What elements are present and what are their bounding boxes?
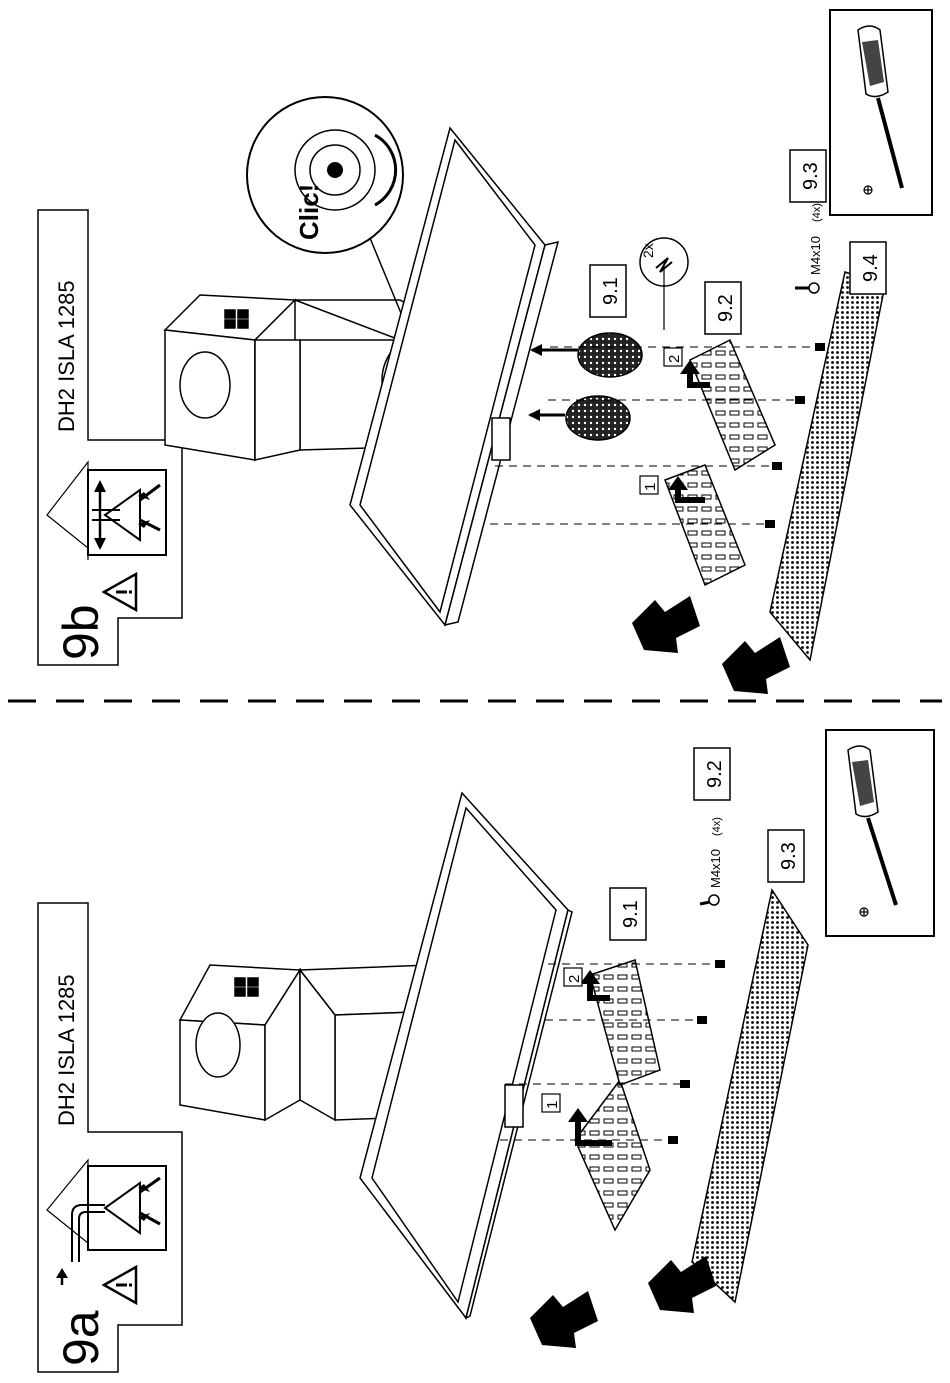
- svg-text:9.2: 9.2: [715, 294, 737, 322]
- tool-box-9a: [826, 730, 934, 936]
- metal-mesh-filter-9b: [770, 272, 885, 660]
- callout-9b-9.4: 9.4: [850, 242, 886, 294]
- svg-text:9.3: 9.3: [800, 162, 822, 190]
- svg-text:9.3: 9.3: [778, 842, 800, 870]
- header-frame-9a: [38, 903, 182, 1372]
- callout-9b-9.1: 9.1: [590, 265, 626, 317]
- callout-9b-9.3: 9.3: [790, 150, 826, 202]
- svg-text:(4x): (4x): [811, 203, 823, 222]
- step-2-box-9b: 2: [664, 348, 683, 366]
- grease-filter-9a-2: [590, 960, 660, 1085]
- svg-text:1: 1: [642, 483, 659, 491]
- filter-qty-callout: 2x: [640, 238, 688, 330]
- callout-9a-9.3: 9.3: [768, 830, 804, 882]
- metal-mesh-filter-9a: [692, 890, 808, 1302]
- svg-text:9.1: 9.1: [620, 900, 642, 928]
- screw-icons-9a: [668, 960, 725, 1144]
- svg-text:2: 2: [666, 355, 683, 363]
- warning-triangle-icon: [104, 1267, 136, 1303]
- screw-spec-9a: M4x10 (4x): [700, 817, 723, 905]
- callout-9a-9.1: 9.1: [610, 888, 646, 940]
- hood-panel-9a: [360, 793, 572, 1318]
- clic-label: Clic!: [294, 184, 324, 240]
- recirculation-icon: [47, 462, 166, 560]
- svg-text:M4x10: M4x10: [708, 849, 723, 888]
- direction-arrow-icon: [530, 1256, 716, 1348]
- svg-text:2: 2: [566, 975, 583, 983]
- svg-text:9.2: 9.2: [704, 760, 726, 788]
- filter-qty: 2x: [640, 243, 656, 258]
- callout-9a-9.2: 9.2: [694, 748, 730, 800]
- grease-filter-9a-1: [575, 1080, 650, 1230]
- svg-text:9.4: 9.4: [860, 254, 882, 282]
- panel-id-9a: 9a: [53, 1310, 109, 1366]
- charcoal-filter-icon: [528, 333, 642, 440]
- grease-filter-9b-2: [690, 340, 775, 470]
- svg-text:M4x10: M4x10: [808, 236, 823, 275]
- panel-id-9b: 9b: [53, 604, 109, 660]
- model-name-9a: DH2 ISLA 1285: [54, 974, 79, 1126]
- step-1-box-9b: 1: [640, 476, 659, 494]
- direction-arrow-icon: [632, 596, 790, 694]
- tool-box-9b: [830, 10, 932, 215]
- model-name-9b: DH2 ISLA 1285: [54, 280, 79, 432]
- step-1-box-9a: 1: [542, 1094, 561, 1112]
- panel-9b: 9b DH2 ISLA 1285: [38, 10, 932, 694]
- screw-spec-9b: M4x10 (4x): [795, 203, 823, 293]
- svg-text:(4x): (4x): [711, 817, 723, 836]
- panel-9a: 9a DH2 ISLA 1285: [38, 730, 934, 1372]
- ducted-extraction-icon: [47, 1160, 166, 1285]
- svg-text:1: 1: [544, 1101, 561, 1109]
- svg-text:9.1: 9.1: [600, 277, 622, 305]
- callout-9b-9.2: 9.2: [705, 282, 741, 334]
- step-2-box-9a: 2: [564, 968, 583, 986]
